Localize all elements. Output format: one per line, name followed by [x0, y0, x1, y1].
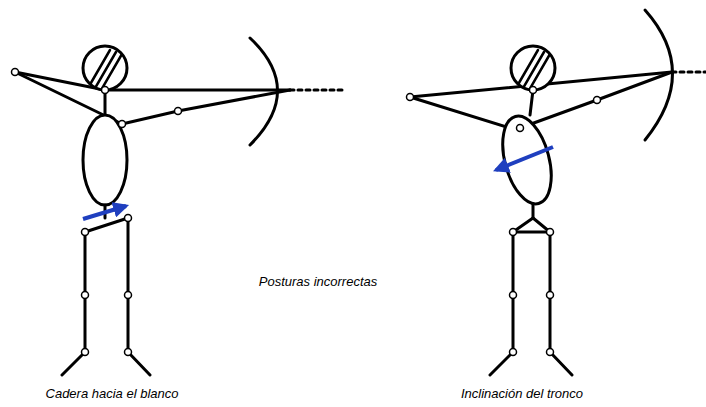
archer-figure-trunk: [410, 10, 706, 375]
joint-dots: [12, 69, 601, 356]
figure-heading: Posturas incorrectas: [259, 274, 378, 289]
figure-caption: Cadera hacia el blanco: [46, 386, 179, 401]
direction-arrows: [83, 147, 553, 219]
archer-figure-hip: [15, 38, 345, 375]
figure-caption: Inclinación del tronco: [461, 386, 583, 401]
